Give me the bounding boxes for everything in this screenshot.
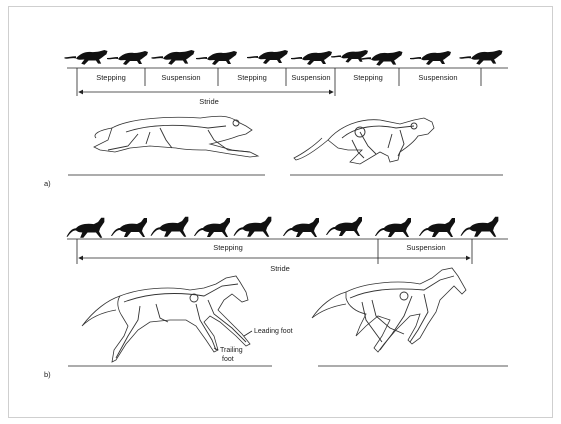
panel-label-b: b): [44, 370, 51, 379]
cheetah-silhouette: [459, 50, 502, 65]
cheetah-skeleton-gathered: [294, 118, 434, 164]
horse-sequence: [67, 217, 499, 238]
horse-silhouette: [326, 217, 362, 236]
horse-silhouette: [234, 217, 272, 237]
horse-silhouette: [375, 218, 411, 237]
cheetah-silhouette: [196, 51, 237, 65]
horse-silhouette: [419, 218, 455, 237]
cheetah-silhouette: [64, 50, 107, 65]
horse-silhouette: [67, 218, 105, 238]
horse-skeleton-right: [312, 268, 466, 352]
cheetah-skeleton-stretched: [94, 116, 258, 157]
horse-silhouette: [111, 218, 147, 237]
cheetah-sequence: [64, 50, 502, 66]
horse-silhouette: [461, 217, 499, 237]
cheetah-silhouette: [107, 51, 148, 65]
trailing-foot-label-line2: foot: [222, 356, 234, 363]
stride-label-b: Stride: [270, 264, 290, 273]
horse-silhouette: [194, 218, 230, 237]
horse-silhouette: [283, 218, 319, 237]
phase-label: Stepping: [237, 73, 267, 82]
phase-label: Suspension: [291, 73, 330, 82]
leading-foot-pointer: [244, 331, 252, 336]
panel-label-a: a): [44, 179, 51, 188]
cheetah-silhouette: [151, 50, 194, 65]
phase-label: Stepping: [353, 73, 383, 82]
leading-foot-label: Leading foot: [254, 328, 293, 335]
phase-label: Suspension: [406, 243, 445, 252]
cheetah-silhouette: [410, 51, 451, 65]
cheetah-silhouette: [331, 50, 368, 63]
trailing-foot-label-line1: Trailing: [220, 347, 243, 354]
phase-label: Stepping: [96, 73, 126, 82]
phase-label: Suspension: [418, 73, 457, 82]
phase-label: Suspension: [161, 73, 200, 82]
stride-label-a: Stride: [199, 97, 219, 106]
horse-silhouette: [151, 217, 189, 237]
phase-label: Stepping: [213, 243, 243, 252]
cheetah-silhouette: [291, 51, 332, 65]
cheetah-silhouette: [247, 50, 288, 64]
